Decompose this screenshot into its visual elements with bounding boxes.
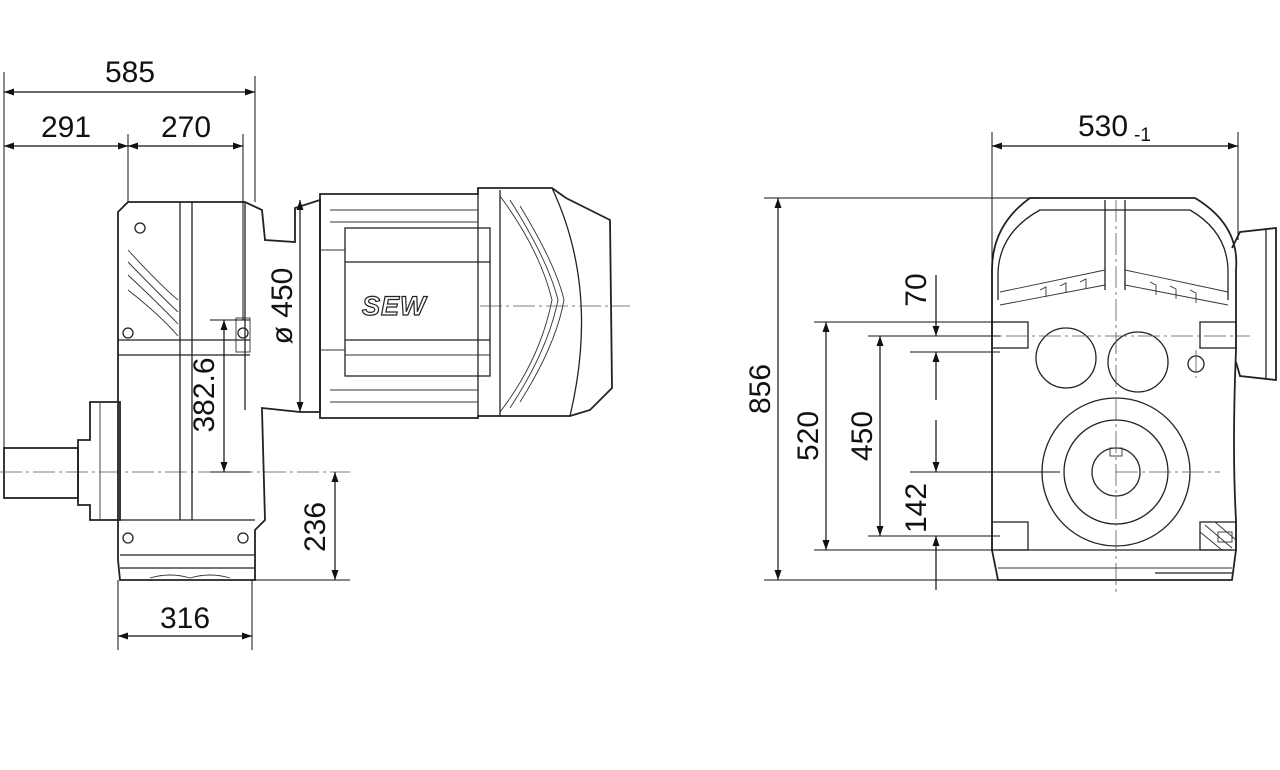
- dim-label-520: 520: [792, 411, 825, 461]
- front-center-lines: [940, 200, 1250, 596]
- dim-bottom-offset: 142: [900, 420, 940, 590]
- dim-label-856: 856: [744, 364, 777, 414]
- dim-motor-diameter: ø 450: [266, 200, 304, 412]
- dim-front-width: 530 -1: [992, 110, 1238, 150]
- dim-label-530: 530: [1078, 110, 1128, 143]
- dim-shaft-height: 236: [299, 472, 339, 580]
- output-shaft: [0, 447, 350, 499]
- side-extension-lines: [3, 72, 350, 650]
- dim-center-distance: 382.6: [188, 320, 228, 472]
- dim-label-382-6: 382.6: [188, 357, 221, 432]
- front-extension-lines: [764, 132, 1239, 581]
- dim-label-585: 585: [105, 56, 155, 89]
- dim-hole-spacing-outer: 520: [792, 322, 830, 550]
- dim-label-291: 291: [41, 111, 91, 144]
- dim-foot-length: 316: [118, 602, 252, 640]
- dim-label-diameter: ø 450: [266, 268, 299, 345]
- dim-gear-length: 291: [4, 111, 128, 150]
- dim-motor-offset: 270: [128, 111, 243, 150]
- front-view: 530 -1 856 520 450 70 142: [744, 110, 1277, 596]
- dim-label-450: 450: [846, 411, 879, 461]
- front-housing: [991, 197, 1238, 581]
- front-bores: [1035, 327, 1205, 547]
- dim-hole-spacing-inner: 450: [846, 336, 884, 536]
- output-flange: [77, 401, 121, 521]
- dim-top-offset: 70: [900, 273, 940, 400]
- gear-housing: [117, 198, 321, 581]
- side-view: SEW 585 291 270: [0, 56, 630, 650]
- dim-label-236: 236: [299, 502, 332, 552]
- dim-label-270: 270: [161, 111, 211, 144]
- motor: SEW: [319, 187, 630, 419]
- front-mounting-lugs: [991, 321, 1237, 551]
- brand-logo: SEW: [362, 291, 428, 321]
- front-motor-stub: [1231, 226, 1277, 382]
- dim-label-316: 316: [160, 602, 210, 635]
- dim-label-70: 70: [900, 273, 933, 306]
- dim-label-tolerance: -1: [1134, 125, 1151, 146]
- dim-total-height: 856: [744, 198, 782, 580]
- dim-label-142: 142: [900, 483, 933, 533]
- dim-overall-length: 585: [4, 56, 255, 96]
